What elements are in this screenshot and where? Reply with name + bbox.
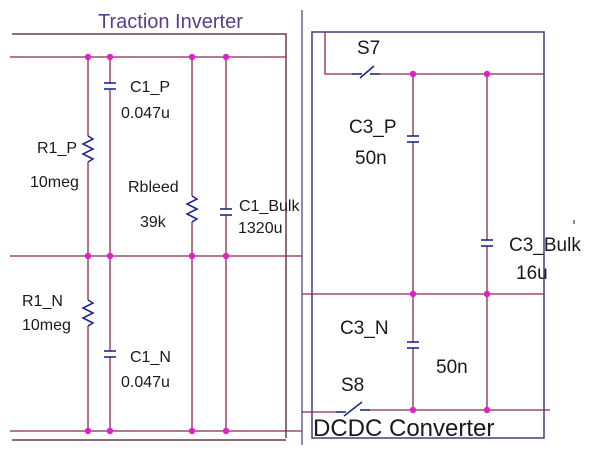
c3-n-value: 50n xyxy=(436,357,468,378)
c1-n-capacitor xyxy=(102,350,118,358)
c1-bulk-capacitor xyxy=(218,208,234,216)
r1-n-label: R1_N xyxy=(22,293,63,310)
s7-label: S7 xyxy=(357,38,380,59)
c1-n-label: C1_N xyxy=(130,349,171,366)
rbleed-label: Rbleed xyxy=(128,179,179,196)
junction-nodes xyxy=(84,53,491,435)
dcdc-converter-title: DCDC Converter xyxy=(313,415,494,442)
c3-n-capacitor xyxy=(405,341,421,349)
c1-bulk-value: 1320u xyxy=(238,220,283,237)
c1-p-capacitor xyxy=(102,82,118,90)
dcdc-converter-box xyxy=(311,31,545,439)
s8-switch xyxy=(336,401,370,417)
c3-bulk-label: C3_Bulk xyxy=(509,235,581,256)
c1-n-value: 0.047u xyxy=(121,374,170,391)
r1-p-label: R1_P xyxy=(37,140,77,157)
c1-p-value: 0.047u xyxy=(121,105,170,122)
c3-p-label: C3_P xyxy=(349,117,397,138)
c3-p-value: 50n xyxy=(355,148,387,169)
wires xyxy=(10,32,550,432)
r1-p-resistor xyxy=(81,135,95,163)
c1-bulk-label: C1_Bulk xyxy=(239,198,300,215)
r1-n-value: 10meg xyxy=(22,317,71,334)
c3-p-capacitor xyxy=(405,135,421,143)
c3-n-label: C3_N xyxy=(340,318,389,339)
rbleed-resistor xyxy=(185,195,199,223)
c3-bulk-value: 16u xyxy=(516,263,548,284)
r1-p-value: 10meg xyxy=(30,174,79,191)
traction-inverter-box xyxy=(12,33,287,441)
traction-inverter-title: Traction Inverter xyxy=(98,11,243,33)
s8-label: S8 xyxy=(341,375,364,396)
c1-p-label: C1_P xyxy=(130,79,170,96)
s7-switch xyxy=(352,65,380,79)
c3-bulk-capacitor xyxy=(479,239,495,247)
rbleed-value: 39k xyxy=(140,214,167,231)
r1-n-resistor xyxy=(81,299,95,327)
